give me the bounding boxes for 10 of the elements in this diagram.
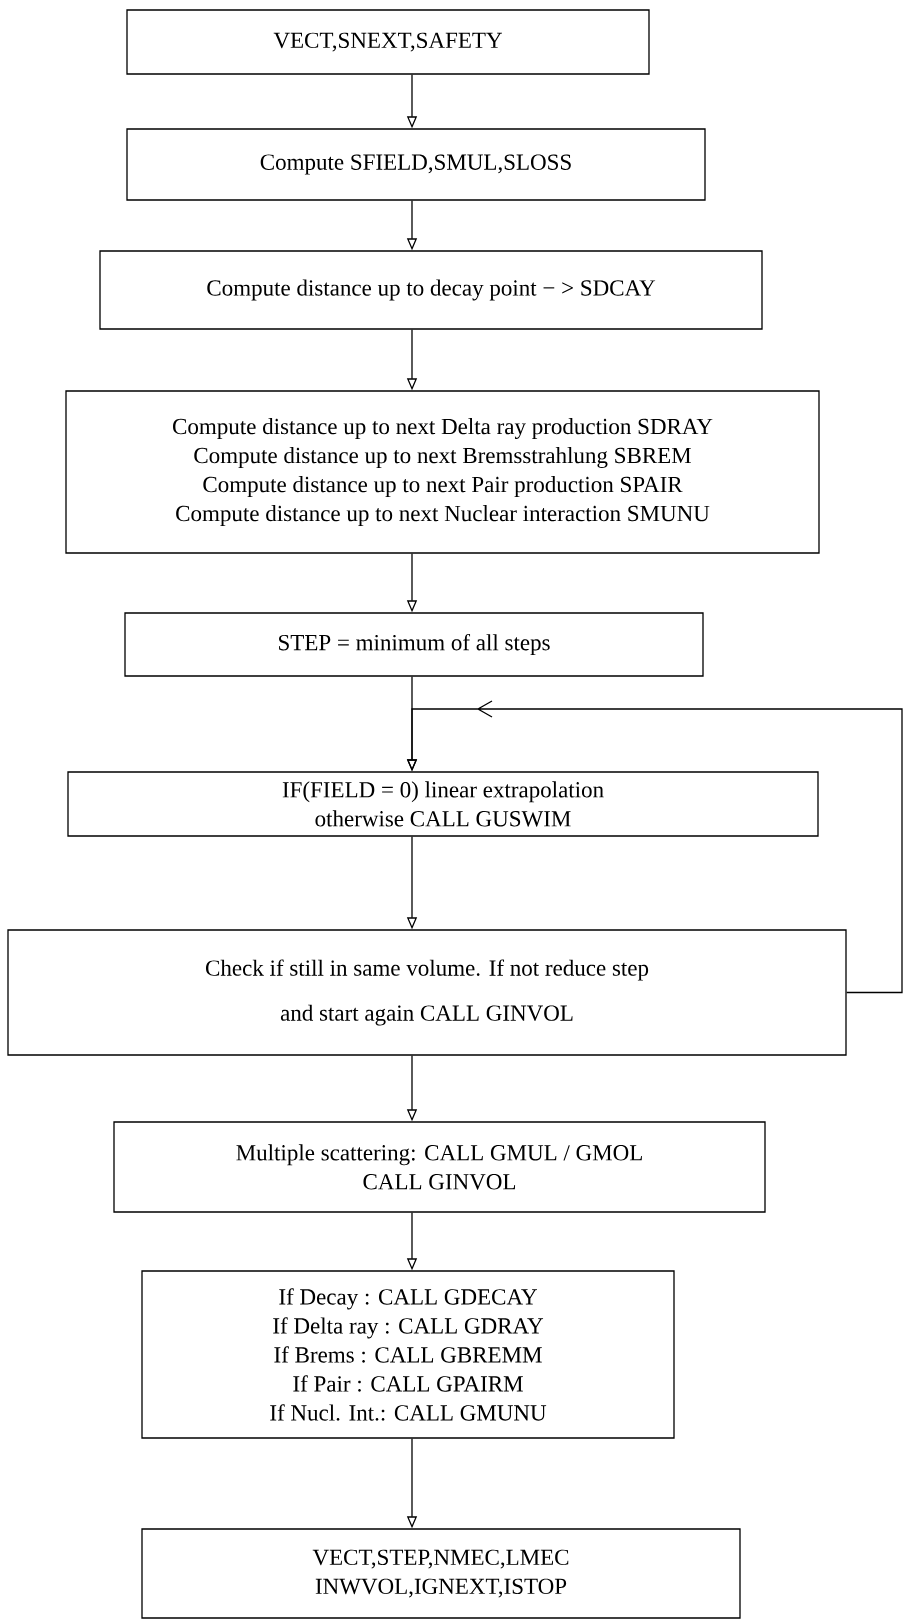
- process-box: Compute SFIELD,SMUL,SLOSS: [126, 128, 706, 201]
- process-box: Compute distance up to next Delta ray production SDRAY Compute distance up to next Bremsstrahlung SBREM Compute distance up to next Pair production SPAIR Compute distance up to next Nuclear interaction SMUNU: [65, 390, 820, 554]
- process-box: VECT,SNEXT,SAFETY: [126, 9, 650, 75]
- process-box: VECT,STEP,NMEC,LMEC INWVOL,IGNEXT,ISTOP: [141, 1528, 741, 1619]
- process-box: IF(FIELD = 0) linear extrapolation otherwise CALL GUSWIM: [67, 771, 819, 837]
- process-box: Compute distance up to decay point − > SDCAY: [99, 250, 763, 330]
- process-box: If Decay : CALL GDECAY If Delta ray : CALL GDRAY If Brems : CALL GBREMM If Pair : CALL GPAIRM If Nucl. Int.: CALL GMUNU: [141, 1270, 675, 1439]
- process-box: Check if still in same volume. If not reduce step and start again CALL GINVOL: [7, 929, 847, 1056]
- process-box: Multiple scattering: CALL GMUL / GMOL CALL GINVOL: [113, 1121, 766, 1213]
- process-box: STEP = minimum of all steps: [124, 612, 704, 677]
